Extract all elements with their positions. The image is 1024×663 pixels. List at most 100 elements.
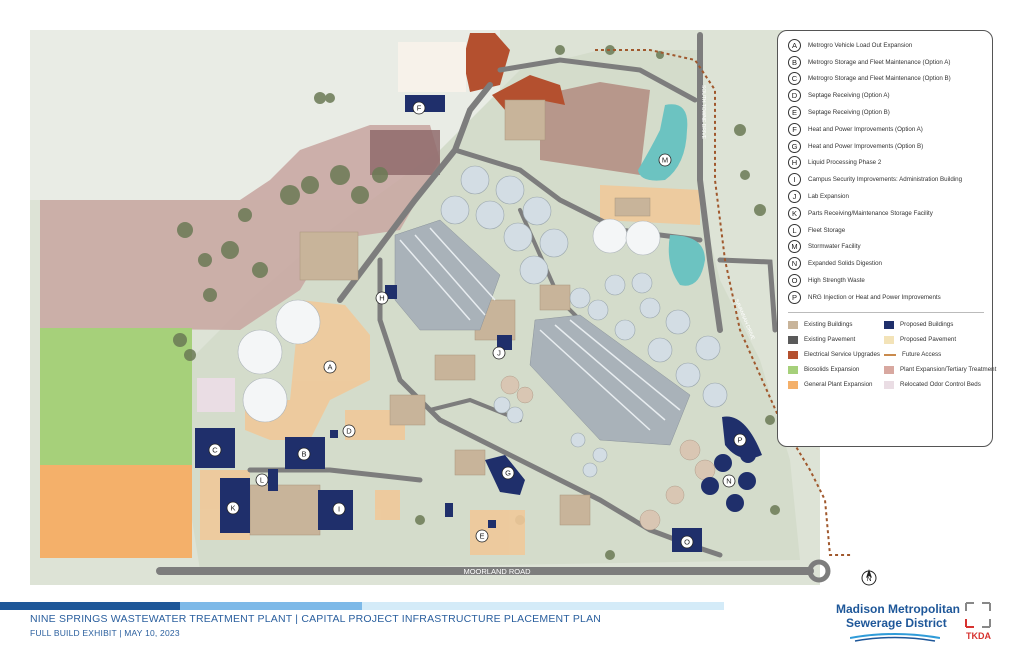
marker-circle	[501, 466, 515, 480]
marker-k: K	[226, 501, 240, 515]
marker-circle	[492, 346, 506, 360]
marker-circle	[297, 447, 311, 461]
key-item-label: Electrical Service Upgrades	[804, 351, 880, 359]
key-item: Plant Expansion/Tertiary Treatment	[884, 365, 997, 374]
marker-letter: K	[230, 504, 235, 513]
bar-light	[362, 602, 724, 610]
tkda-logo-mark	[965, 602, 991, 628]
marker-letter: E	[479, 532, 484, 541]
marker-letter: H	[379, 294, 384, 303]
clarifiers	[440, 165, 728, 478]
firm-name: TKDA	[966, 631, 991, 641]
tree-clusters	[173, 45, 780, 560]
proposed-pavement-north	[398, 42, 466, 92]
marker-circle	[226, 501, 240, 515]
dash-line-icon	[884, 353, 896, 356]
key-item: General Plant Expansion	[788, 380, 880, 389]
color-swatch-icon	[884, 335, 894, 344]
color-swatch-icon	[788, 380, 798, 389]
existing-digesters	[500, 375, 716, 531]
legend-letter-badge: K	[788, 206, 801, 220]
marker-circle	[658, 153, 672, 167]
marker-o: O	[680, 535, 694, 549]
key-item-label: Relocated Odor Control Beds	[900, 381, 981, 389]
key-item-label: Proposed Pavement	[900, 336, 957, 344]
legend-letter-badge: F	[788, 122, 801, 136]
proposed-digesters-n	[701, 447, 756, 512]
marker-h: H	[375, 291, 389, 305]
legend-item-label: Metrogro Storage and Fleet Maintenance (…	[808, 58, 951, 66]
marker-m: M	[658, 153, 672, 167]
relocated-odor-control-beds	[197, 378, 235, 412]
key-item-label: Biosolids Expansion	[804, 366, 860, 374]
site-plan-map: MOORLAND ROAD SOUTH TOWNE DRIVE SAVANNAH…	[30, 30, 877, 586]
color-swatch-icon	[884, 365, 894, 374]
key-item-label: Plant Expansion/Tertiary Treatment	[900, 366, 997, 374]
key-item: Existing Buildings	[788, 320, 880, 329]
north-arrow: N	[861, 569, 877, 586]
marker-j: J	[492, 346, 506, 360]
color-swatch-icon	[884, 380, 894, 389]
key-item: Electrical Service Upgrades	[788, 350, 880, 359]
color-swatch-icon	[788, 365, 798, 374]
marker-g: G	[501, 466, 515, 480]
marker-circle	[475, 529, 489, 543]
moorland-road-label: MOORLAND ROAD	[463, 567, 531, 576]
marker-letter: F	[417, 104, 422, 113]
legend-item-label: Heat and Power Improvements (Option B)	[808, 142, 924, 150]
bar-dark	[0, 602, 180, 610]
north-label: N	[866, 576, 871, 583]
legend-item-label: Metrogro Vehicle Load Out Expansion	[808, 41, 913, 49]
key-item: Relocated Odor Control Beds	[884, 380, 996, 389]
marker-i: I	[332, 502, 346, 516]
marker-circle	[733, 433, 747, 447]
legend-letter-badge: P	[788, 290, 801, 304]
key-item: Proposed Buildings	[884, 320, 996, 329]
plant-expansion-zone-north	[540, 82, 650, 175]
legend-letter-badge: N	[788, 257, 801, 271]
south-towne-drive-label: SOUTH TOWNE DRIVE	[700, 85, 706, 140]
marker-d: D	[342, 424, 356, 438]
legend-item-label: Stormwater Facility	[808, 243, 861, 251]
marker-letter: N	[726, 477, 731, 486]
org-name-line1: Madison Metropolitan	[836, 602, 960, 616]
legend-item-label: Septage Receiving (Option A)	[808, 92, 890, 100]
legend-letter-badge: D	[788, 89, 801, 103]
digesters	[237, 218, 661, 423]
footer-color-bars	[0, 602, 724, 610]
electrical-service-upgrade-north	[463, 33, 510, 92]
marker-circle	[323, 360, 337, 374]
legend-letter-badge: J	[788, 190, 801, 204]
marker-letter: P	[737, 436, 742, 445]
tank-rows	[399, 227, 681, 431]
legend-item-label: Lab Expansion	[808, 193, 849, 201]
marker-circle	[375, 291, 389, 305]
legend-item-label: Metrogro Storage and Fleet Maintenance (…	[808, 75, 951, 83]
bar-mid	[180, 602, 362, 610]
legend-letter-badge: B	[788, 55, 801, 69]
legend-item-label: High Strength Waste	[808, 277, 865, 285]
legend-item-label: Liquid Processing Phase 2	[808, 159, 882, 167]
legend-item-b: B Metrogro Storage and Fleet Maintenance …	[788, 54, 984, 71]
marker-circle	[342, 424, 356, 438]
marker-circle	[332, 502, 346, 516]
key-item-label: Proposed Buildings	[900, 321, 954, 329]
marker-letter: M	[662, 156, 668, 165]
general-plant-expansion-zone	[40, 465, 192, 558]
color-swatch-icon	[788, 350, 798, 359]
marker-circle	[680, 535, 694, 549]
legend-item-p: P NRG Injection or Heat and Power Improve…	[788, 289, 984, 306]
exhibit-subtitle: FULL BUILD EXHIBIT | MAY 10, 2023	[30, 628, 180, 638]
key-item-label: General Plant Expansion	[804, 381, 873, 389]
legend-item-label: NRG Injection or Heat and Power Improvem…	[808, 293, 941, 301]
marker-circle	[412, 101, 426, 115]
